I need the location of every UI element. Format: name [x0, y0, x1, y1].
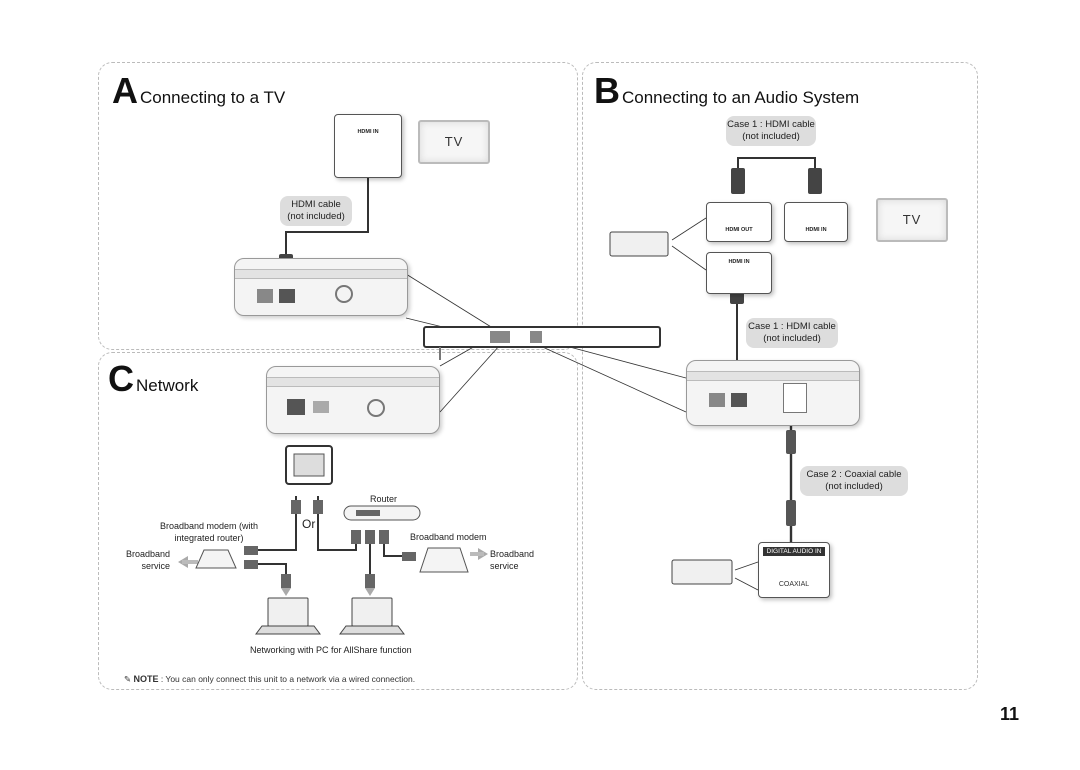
section-c-panel — [98, 352, 578, 690]
note-text: : You can only connect this unit to a ne… — [158, 674, 416, 684]
tv-hdmi-in-port-b: HDMI IN — [784, 202, 848, 242]
hdmi-out-label: HDMI OUT — [725, 227, 753, 233]
tv-hdmi-in-port: HDMI IN — [334, 114, 402, 178]
section-a-letter: A — [112, 70, 138, 111]
receiver-hdmi-out-port: HDMI OUT — [706, 202, 772, 242]
router-label: Router — [370, 494, 398, 504]
broadband-service-left-label: Broadband service — [126, 549, 171, 571]
section-a-heading: Connecting to a TV — [140, 88, 286, 107]
case2-bubble: Case 2 : Coaxial cable (not included) — [800, 466, 908, 496]
case1-top-bubble: Case 1 : HDMI cable (not included) — [726, 116, 816, 146]
laptop-icon — [255, 597, 405, 635]
note-pencil-icon: ✎ — [124, 674, 134, 684]
receiver-hdmi-in-port: HDMI IN — [706, 252, 772, 294]
hdmi-in-label: HDMI IN — [357, 129, 379, 135]
section-b-panel — [582, 62, 978, 690]
or-label: Or — [302, 517, 316, 531]
modem-with-router-label: Broadband modem (with integrated router) — [160, 521, 259, 543]
section-b-letter: B — [594, 70, 620, 111]
player-rear-zoom-b — [686, 360, 860, 426]
tv-icon: TV — [418, 120, 490, 164]
digital-audio-in-label: DIGITAL AUDIO IN — [763, 547, 825, 556]
tv-label-b: TV — [902, 212, 922, 227]
coaxial-label: COAXIAL — [778, 581, 810, 588]
note-prefix: NOTE — [133, 674, 159, 684]
hdmi-in-label-receiver: HDMI IN — [728, 259, 750, 265]
tv-label: TV — [444, 134, 464, 149]
digital-audio-in-port: DIGITAL AUDIO IN COAXIAL — [758, 542, 830, 598]
case1-mid-bubble: Case 1 : HDMI cable (not included) — [746, 318, 838, 348]
section-b-heading: Connecting to an Audio System — [622, 88, 860, 107]
note: ✎ NOTE : You can only connect this unit … — [124, 674, 415, 685]
section-a-panel — [98, 62, 578, 350]
broadband-modem-label: Broadband modem — [410, 532, 487, 542]
section-c-letter: C — [108, 358, 134, 399]
hdmi-in-label-tv: HDMI IN — [805, 227, 827, 233]
page-number: 11 — [1000, 704, 1020, 724]
broadband-service-right-label: Broadband service — [490, 549, 535, 571]
player-rear-zoom-c — [266, 366, 440, 434]
tv-icon-b: TV — [876, 198, 948, 242]
hdmi-cable-bubble: HDMI cable (not included) — [280, 196, 352, 226]
networking-caption: Networking with PC for AllShare function — [250, 645, 412, 655]
player-rear-zoom-a — [234, 258, 408, 316]
section-c-heading: Network — [136, 376, 199, 395]
